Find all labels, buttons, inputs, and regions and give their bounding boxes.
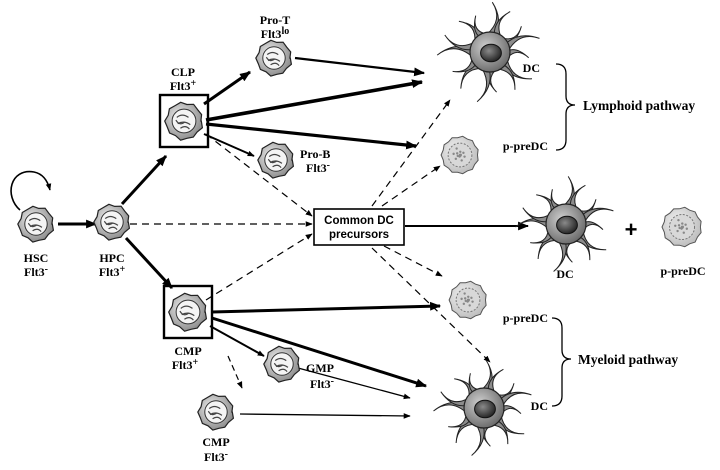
arrow-clp-common-dc bbox=[205, 133, 313, 217]
dc-myel-label: DC bbox=[531, 399, 548, 413]
arrow-cmp-gmp bbox=[209, 325, 265, 357]
hsc-cell bbox=[17, 205, 55, 243]
arrow-common-dc-dc-myel bbox=[371, 247, 491, 363]
arrow-clp-dc bbox=[205, 79, 424, 122]
arrow-cmp-cmp-minus bbox=[227, 355, 243, 389]
lymphoid-brace bbox=[555, 63, 576, 151]
clp-label: CLP bbox=[171, 65, 195, 79]
arrow-common-dc-dc-lymph bbox=[371, 99, 451, 207]
dc-center-label: DC bbox=[556, 267, 573, 281]
arrow-gmp-dc bbox=[297, 367, 411, 400]
ppredc-myel-label: p-preDC bbox=[503, 311, 548, 325]
dc-center-cell bbox=[515, 176, 614, 272]
cmp-minus-label: CMP bbox=[202, 435, 229, 449]
prot-label: Pro-T bbox=[260, 13, 290, 27]
arrow-cmp-dc-myel bbox=[211, 316, 428, 388]
cmp-minus-cell bbox=[197, 393, 235, 431]
cmp-cell bbox=[168, 292, 208, 332]
hpc-cell bbox=[93, 203, 131, 241]
arrow-cmp-ppredc bbox=[211, 301, 442, 314]
cmp-highlight-box bbox=[162, 284, 214, 340]
ppredc-myeloid-cell bbox=[448, 280, 487, 320]
prob-label: Pro-B bbox=[300, 147, 330, 161]
arrow-clp-prob bbox=[203, 133, 255, 157]
clp-highlight-box bbox=[158, 93, 210, 149]
hpc-flt3-label: Flt3+ bbox=[99, 264, 126, 279]
hpc-label: HPC bbox=[99, 251, 124, 265]
plus-sign: + bbox=[625, 217, 638, 242]
prob-cell bbox=[257, 141, 295, 179]
labels: HSC Flt3- HPC Flt3+ CLP Flt3+ Pro-T Flt3… bbox=[24, 13, 706, 464]
ppredc-lymphoid-cell bbox=[440, 135, 479, 175]
arrow-clp-ppredc bbox=[205, 122, 418, 150]
ppredc-center-cell bbox=[661, 206, 702, 248]
gmp-cell bbox=[263, 345, 301, 383]
hsc-label: HSC bbox=[24, 251, 49, 265]
arrow-clp-prot bbox=[203, 70, 251, 106]
arrow-prot-dc bbox=[294, 56, 426, 77]
cmp-flt3-label: Flt3+ bbox=[172, 357, 199, 372]
common-dc-label-line1: Common DC bbox=[324, 215, 394, 227]
dc-lymphoid-cell bbox=[436, 1, 540, 103]
arrows bbox=[10, 56, 530, 419]
arrow-cmp-minus-dc bbox=[239, 413, 411, 419]
progenitor-cells bbox=[17, 39, 301, 431]
dc-lymph-label: DC bbox=[523, 61, 540, 75]
myeloid-brace bbox=[551, 317, 572, 407]
cmp-label: CMP bbox=[174, 344, 201, 358]
clp-flt3-label: Flt3+ bbox=[170, 78, 197, 93]
arrow-cmp-common-dc bbox=[205, 233, 313, 301]
arrow-common-dc-ppredc-lymph bbox=[381, 165, 441, 207]
common-dc-precursors-box bbox=[313, 208, 405, 246]
arrow-hpc-clp bbox=[120, 154, 168, 206]
gmp-flt3-label: Flt3- bbox=[310, 376, 334, 391]
prot-flt3-label: Flt3lo bbox=[261, 26, 289, 41]
cmp-minus-flt3-label: Flt3- bbox=[204, 449, 228, 464]
prot-cell bbox=[255, 39, 293, 77]
ppredc-lymph-label: p-preDC bbox=[503, 139, 548, 153]
arrow-common-dc-ppredc-myel bbox=[383, 245, 443, 277]
ppredc-center-label: p-preDC bbox=[660, 264, 705, 278]
arrow-hpc-cmp bbox=[124, 236, 174, 290]
hsc-flt3-label: Flt3- bbox=[24, 264, 48, 279]
clp-cell bbox=[164, 101, 204, 141]
myeloid-pathway-label: Myeloid pathway bbox=[578, 352, 678, 367]
gmp-label: GMP bbox=[306, 361, 334, 375]
hsc-self-renewal-arrow bbox=[10, 170, 52, 211]
dc-myeloid-cell bbox=[433, 360, 532, 456]
prob-flt3-label: Flt3- bbox=[306, 160, 330, 175]
lymphoid-pathway-label: Lymphoid pathway bbox=[583, 98, 695, 113]
dendritic-cells bbox=[433, 1, 702, 456]
common-dc-label-line2: precursors bbox=[329, 229, 389, 241]
